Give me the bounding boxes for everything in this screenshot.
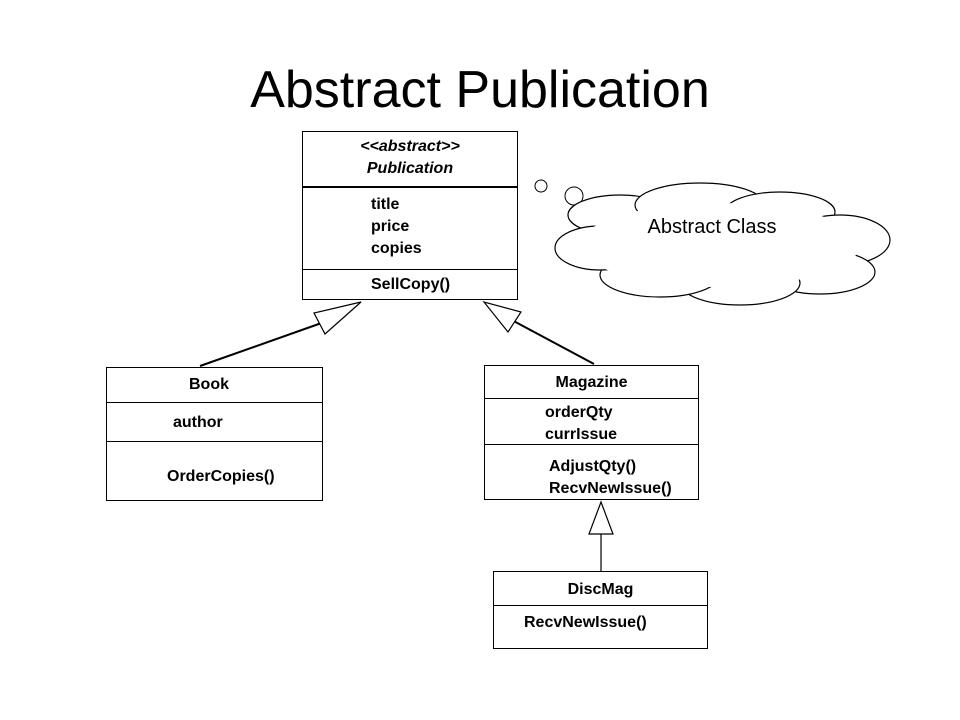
magazine-methods: AdjustQty() RecvNewIssue() [549, 456, 698, 500]
slide-title: Abstract Publication [250, 61, 710, 119]
book-name: Book [189, 374, 322, 396]
discmag-name-text: DiscMag [567, 581, 634, 598]
magazine-attributes: orderQty currIssue [545, 402, 698, 446]
publication-header: <<abstract>> Publication [303, 136, 517, 180]
discmag-methods: RecvNewIssue() [524, 612, 707, 634]
thought-bubble-medium [534, 179, 548, 193]
magazine-method: RecvNewIssue() [549, 480, 672, 497]
discmag-name: DiscMag [494, 579, 707, 601]
magazine-class-box: Magazine orderQty currIssue AdjustQty() … [484, 365, 699, 500]
book-class-box: Book author OrderCopies() [106, 367, 323, 501]
abstract-class-note: Abstract Class [647, 216, 777, 238]
cloud-fill [580, 203, 860, 287]
publication-class-box: <<abstract>> Publication title price cop… [302, 131, 518, 300]
book-name-text: Book [189, 376, 229, 393]
book-methods: OrderCopies() [167, 466, 322, 488]
book-attributes: author [173, 412, 322, 434]
publication-stereotype: <<abstract>> [360, 138, 460, 155]
discmag-generalization-arrowhead [588, 500, 614, 535]
magazine-attr: orderQty [545, 404, 613, 421]
magazine-generalization-arrowhead [482, 300, 522, 334]
publication-method: SellCopy() [371, 276, 451, 293]
book-attr: author [173, 414, 223, 431]
magazine-name-text: Magazine [555, 374, 628, 391]
publication-attr: copies [371, 240, 422, 257]
magazine-generalization-line [507, 317, 595, 365]
magazine-method: AdjustQty() [549, 458, 637, 475]
book-method: OrderCopies() [167, 468, 275, 485]
publication-methods: SellCopy() [371, 274, 517, 296]
publication-attr: price [371, 218, 410, 235]
magazine-name: Magazine [485, 372, 698, 394]
magazine-attr: currIssue [545, 426, 618, 443]
discmag-method: RecvNewIssue() [524, 614, 647, 631]
book-generalization-line [199, 319, 331, 367]
book-generalization-arrowhead [313, 301, 362, 335]
publication-attributes: title price copies [371, 194, 517, 260]
discmag-class-box: DiscMag RecvNewIssue() [493, 571, 708, 649]
publication-name: Publication [366, 160, 454, 177]
publication-attr: title [371, 196, 400, 213]
